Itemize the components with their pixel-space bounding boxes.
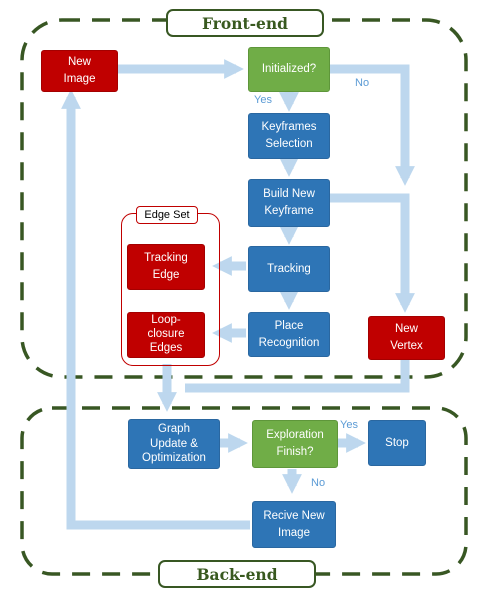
new-vertex-node: New Vertex bbox=[368, 316, 445, 360]
loop-closure-edges-node: Loop- closure Edges bbox=[127, 312, 205, 358]
finish-yes-label: Yes bbox=[340, 419, 358, 431]
place-recognition-node: Place Recognition bbox=[248, 312, 330, 357]
initialized-yes-label: Yes bbox=[254, 94, 272, 106]
graph-update-node: Graph Update & Optimization bbox=[128, 419, 220, 469]
exploration-finish-decision-node: Exploration Finish? bbox=[252, 420, 338, 468]
receive-new-image-node: Recive New Image bbox=[252, 501, 336, 548]
arrow-newvertex-graph bbox=[185, 360, 410, 393]
backend-region bbox=[20, 406, 468, 576]
initialized-no-label: No bbox=[355, 77, 370, 89]
frontend-title: Front-end bbox=[166, 9, 324, 37]
build-new-keyframe-node: Build New Keyframe bbox=[248, 179, 330, 227]
stop-node: Stop bbox=[368, 420, 426, 466]
finish-no-label: No bbox=[311, 477, 326, 489]
tracking-node: Tracking bbox=[248, 246, 330, 292]
keyframes-selection-node: Keyframes Selection bbox=[248, 113, 330, 159]
arrow-receive-newimage bbox=[61, 89, 250, 530]
backend-title: Back-end bbox=[158, 560, 316, 588]
initialized-decision-node: Initialized? bbox=[248, 47, 330, 92]
arrow-initialized-no-down bbox=[330, 64, 415, 186]
new-image-node: New Image bbox=[41, 50, 118, 92]
tracking-edge-node: Tracking Edge bbox=[127, 244, 205, 290]
edge-set-title: Edge Set bbox=[136, 206, 198, 224]
arrow-build-newvertex bbox=[330, 193, 415, 313]
